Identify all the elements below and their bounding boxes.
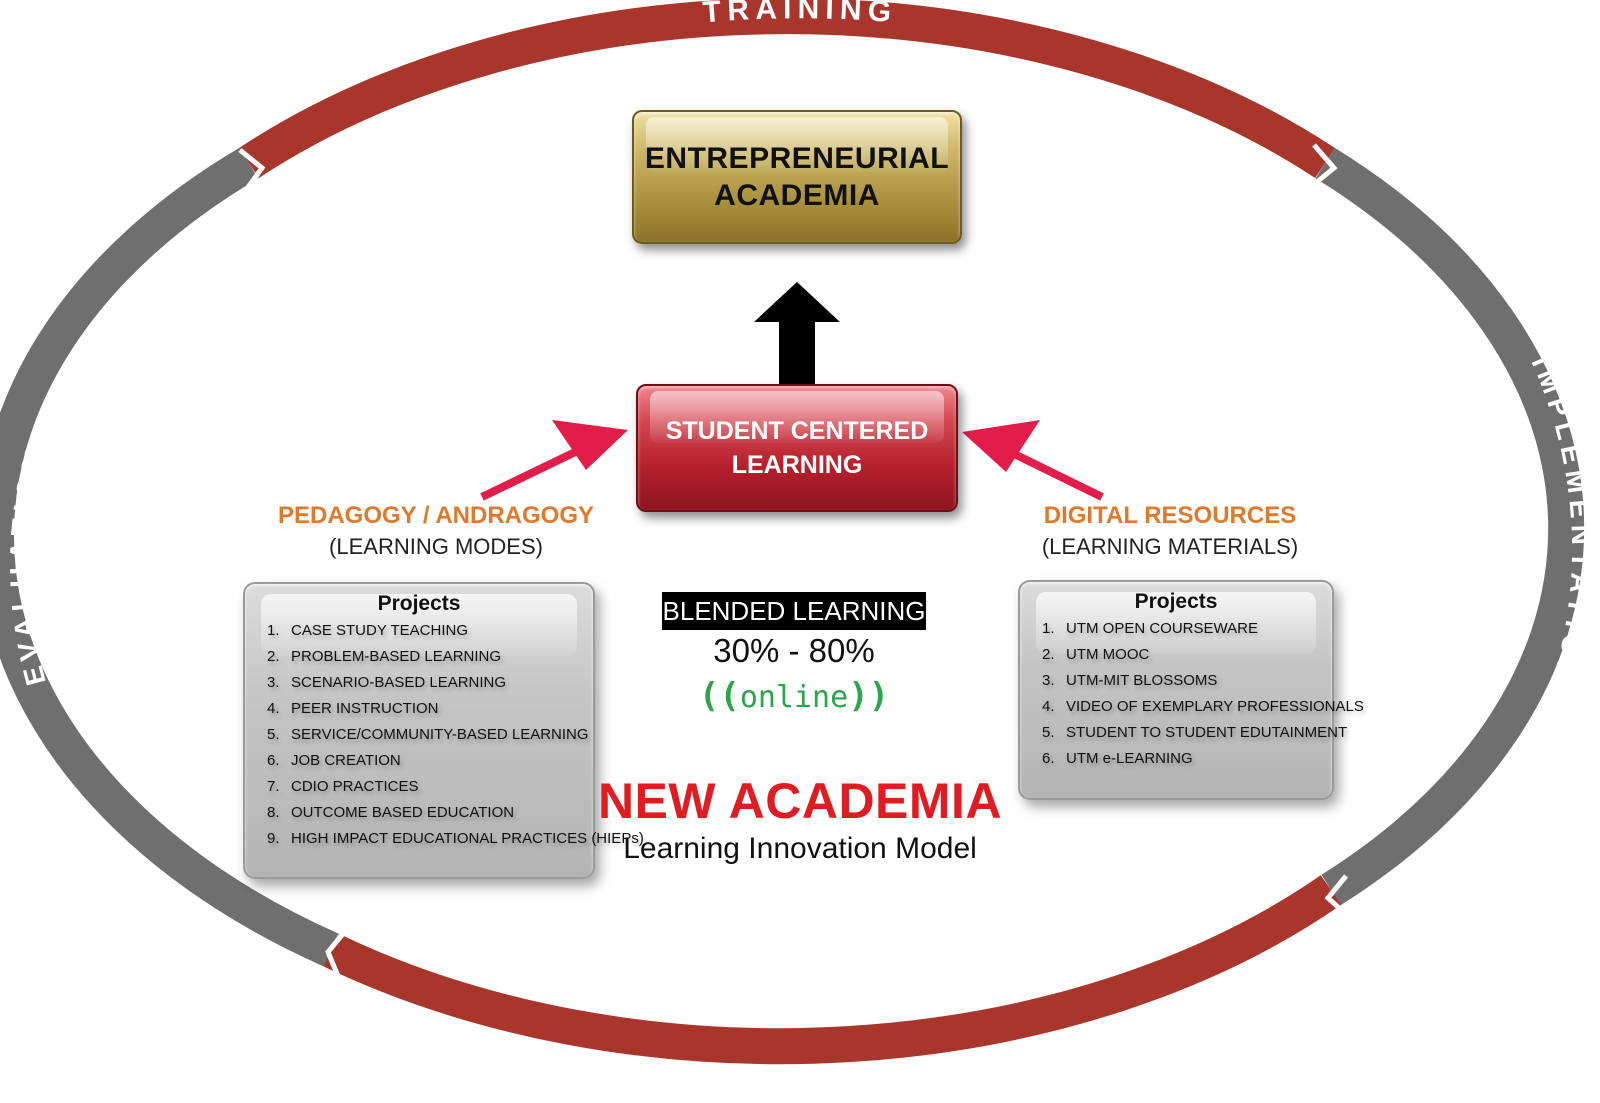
ring-segment-research xyxy=(323,875,1342,1065)
ring-segment-implementation xyxy=(1315,147,1585,906)
list-item: 4.VIDEO OF EXEMPLARY PROFESSIONALS xyxy=(1042,698,1364,715)
list-item: 9.HIGH IMPACT EDUCATIONAL PRACTICES (HIE… xyxy=(267,830,644,847)
top-box-line2: ACADEMIA xyxy=(714,179,880,212)
student-centered-learning-box: STUDENT CENTERED LEARNING xyxy=(636,384,958,512)
ring-joint xyxy=(238,148,266,192)
signal-right-icon: )) xyxy=(848,676,890,716)
ring-joint xyxy=(325,928,348,977)
left-projects-list: 1.CASE STUDY TEACHING 2.PROBLEM-BASED LE… xyxy=(245,618,644,852)
digital-resources-heading: DIGITAL RESOURCES xyxy=(1043,502,1297,529)
list-item: 2.PROBLEM-BASED LEARNING xyxy=(267,648,502,665)
pedagogy-subheading: (LEARNING MODES) xyxy=(329,534,543,559)
digital-resources-subheading: (LEARNING MATERIALS) xyxy=(1041,534,1299,559)
list-item: 5.SERVICE/COMMUNITY-BASED LEARNING xyxy=(267,726,589,743)
right-projects-title: Projects xyxy=(1134,590,1218,613)
list-item: 6.UTM e-LEARNING xyxy=(1042,750,1193,767)
list-item: 4.PEER INSTRUCTION xyxy=(267,700,439,717)
signal-left-icon: (( xyxy=(698,676,740,716)
online-text: online xyxy=(739,680,849,715)
list-item: 3.UTM-MIT BLOSSOMS xyxy=(1042,672,1218,689)
list-item: 7.CDIO PRACTICES xyxy=(267,778,419,795)
online-label: ((online)) xyxy=(662,676,926,716)
ring-label-training: TRAINING xyxy=(702,0,899,29)
list-item: 1.CASE STUDY TEACHING xyxy=(267,622,468,639)
ring-joint xyxy=(1324,874,1350,918)
model-subtitle: Learning Innovation Model xyxy=(623,832,977,865)
top-box-line1: ENTREPRENEURIAL xyxy=(644,142,950,175)
up-arrow-icon xyxy=(754,282,840,386)
right-projects-list: 1.UTM OPEN COURSEWARE 2.UTM MOOC 3.UTM-M… xyxy=(1020,616,1364,772)
ring-segment-evaluation xyxy=(0,147,339,967)
center-box-line2: LEARNING xyxy=(731,451,863,479)
list-item: 1.UTM OPEN COURSEWARE xyxy=(1042,620,1258,637)
list-item: 8.OUTCOME BASED EDUCATION xyxy=(267,804,515,821)
right-projects-panel: Projects 1.UTM OPEN COURSEWARE 2.UTM MOO… xyxy=(1018,580,1364,800)
entrepreneurial-academia-box: ENTREPRENEURIAL ACADEMIA xyxy=(632,110,962,244)
ring-label-research: RESEARCH xyxy=(691,1057,908,1095)
center-box-line1: STUDENT CENTERED xyxy=(665,417,929,445)
ring-segment-training xyxy=(239,0,1335,179)
list-item: 5.STUDENT TO STUDENT EDUTAINMENT xyxy=(1042,724,1348,741)
arrow-right-head-icon xyxy=(962,420,1040,472)
arrow-left-head-icon xyxy=(552,420,628,470)
list-item: 6.JOB CREATION xyxy=(267,752,401,769)
model-title: NEW ACADEMIA xyxy=(597,773,1003,829)
blended-learning-badge: BLENDED LEARNING xyxy=(662,592,926,630)
list-item: 3.SCENARIO-BASED LEARNING xyxy=(267,674,507,691)
left-projects-title: Projects xyxy=(377,592,461,615)
pedagogy-heading: PEDAGOGY / ANDRAGOGY xyxy=(277,502,595,529)
ring-joint xyxy=(1310,143,1338,188)
blended-range: 30% - 80% xyxy=(713,632,875,669)
list-item: 2.UTM MOOC xyxy=(1042,646,1150,663)
left-projects-panel: Projects 1.CASE STUDY TEACHING 2.PROBLEM… xyxy=(243,582,644,879)
